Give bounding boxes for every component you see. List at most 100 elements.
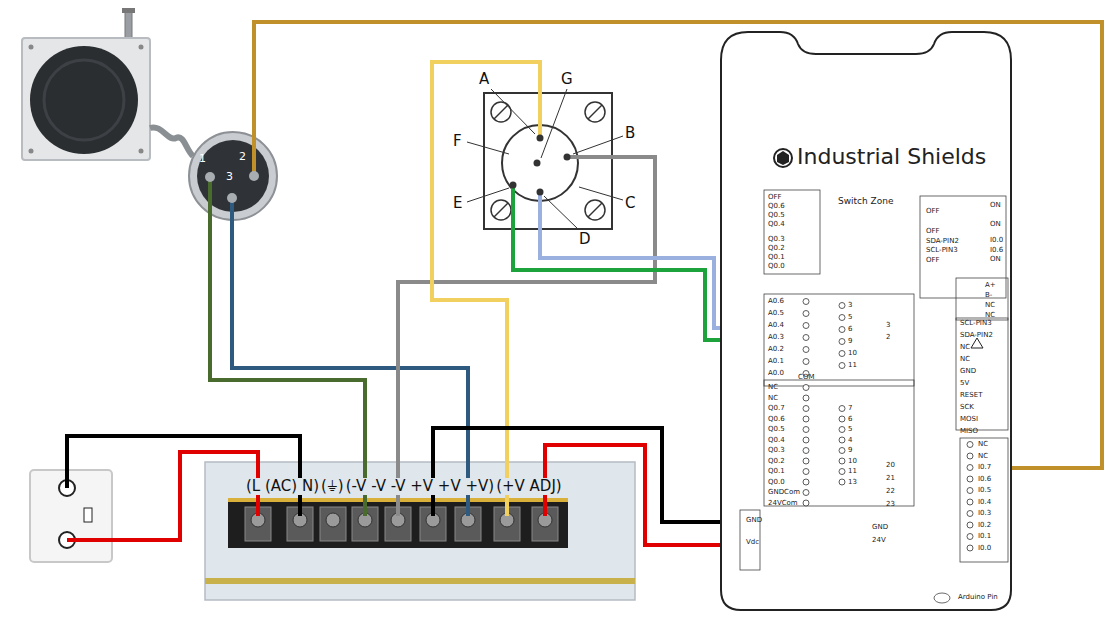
pin-label: 2 <box>886 334 890 341</box>
socket-earth <box>84 508 92 522</box>
pin-label: 24V <box>872 537 886 544</box>
terminal-row: (L (AC) N)(⏚)(-V -V -V +V +V +V)(+V ADJ) <box>245 478 563 495</box>
panel-connector <box>491 102 511 122</box>
pin-label: Q0.1 <box>768 468 785 475</box>
wire <box>433 428 720 522</box>
round-connector <box>197 140 269 212</box>
pin-label: GND <box>872 524 888 531</box>
pin-label: Q0.4 <box>768 437 785 444</box>
pin-label: 21 <box>886 475 895 482</box>
pin-label: ON <box>990 256 1001 263</box>
pin-label: GND <box>746 517 762 524</box>
pin-label: NC <box>960 356 970 363</box>
pin-label: RESET <box>960 392 982 399</box>
psu-board <box>205 578 635 584</box>
wire <box>545 445 720 545</box>
terminal-circle <box>839 303 845 309</box>
panel-connector <box>467 142 509 154</box>
pin-label: I0.5 <box>978 487 991 494</box>
pin-label: 6 <box>848 326 852 333</box>
terminal-circle <box>967 453 973 459</box>
pin-label: NC <box>768 395 778 402</box>
sensor-drum-ring <box>44 60 124 140</box>
wall-socket <box>30 470 112 562</box>
terminal-circle <box>839 416 845 422</box>
pin-label: Q0.0 <box>768 263 785 270</box>
pin-label: 6 <box>848 416 852 423</box>
terminal-circle <box>803 335 809 341</box>
panel-connector <box>588 105 602 119</box>
pin-label: A0.5 <box>768 310 784 317</box>
panel-connector <box>491 200 511 220</box>
pin-label: OFF <box>926 208 940 215</box>
terminal-circle <box>839 437 845 443</box>
terminal-circle <box>839 469 845 475</box>
plc-controller <box>764 380 914 506</box>
terminal-wire <box>396 462 400 516</box>
plc-controller <box>764 294 914 386</box>
sensor-rod <box>125 10 132 40</box>
panel-connector <box>494 105 508 119</box>
callout-letter: E <box>453 196 462 211</box>
pin-label: I0.6 <box>990 247 1003 254</box>
terminal-wire <box>431 462 435 516</box>
terminal-circle <box>839 406 845 412</box>
pin-label: NC <box>768 384 778 391</box>
sensor-body <box>22 38 150 160</box>
pin-label: GND <box>960 368 976 375</box>
pin-label: NC <box>978 453 988 460</box>
mains-wires <box>67 436 300 540</box>
pin-label: SCL-PIN3 <box>926 247 958 254</box>
terminal-circle <box>803 500 809 506</box>
terminal-wire <box>466 462 470 516</box>
terminal-circle <box>839 339 845 345</box>
terminal-circle <box>839 351 845 357</box>
terminal-circle <box>967 534 973 540</box>
panel-connector <box>494 203 508 217</box>
plc-controller <box>956 278 1008 320</box>
terminal-wire <box>363 462 367 516</box>
round-connector <box>227 193 237 203</box>
panel-connector <box>573 136 623 154</box>
panel-connector <box>537 189 544 196</box>
screw <box>139 45 144 50</box>
terminal-circle <box>803 299 809 305</box>
pin-label: Q0.1 <box>768 254 785 261</box>
terminal-circle <box>803 371 809 377</box>
pin-label: B- <box>985 292 992 299</box>
terminal-circle <box>803 395 809 401</box>
pin-label: 3 <box>886 322 890 329</box>
panel-connector <box>538 192 542 230</box>
pin-number: 1 <box>199 153 206 164</box>
panel-connector <box>467 89 623 230</box>
terminal-circle <box>967 442 973 448</box>
pin-label: 5 <box>848 314 852 321</box>
pin-label: 22 <box>886 488 895 495</box>
pin-label: 4 <box>848 437 852 444</box>
pin-label: ON <box>990 202 1001 209</box>
panel-connector <box>484 93 612 229</box>
pin-label: I0.3 <box>978 510 991 517</box>
pin-label: Q0.0 <box>768 479 785 486</box>
terminal-circle <box>839 448 845 454</box>
terminal-circle <box>967 488 973 494</box>
pin-label: NC <box>960 344 970 351</box>
pin-label: Q0.5 <box>768 212 785 219</box>
round-connector: 132 <box>188 131 278 221</box>
power-supply <box>205 462 635 600</box>
panel-connector <box>585 200 605 220</box>
pin-label: Q0.6 <box>768 416 785 423</box>
pin-label: Q0.3 <box>768 236 785 243</box>
panel-connector <box>537 135 544 142</box>
terminal-circle <box>967 545 973 551</box>
terminal-label: (L (AC) N) <box>245 478 320 495</box>
sensor-drum <box>30 46 138 154</box>
pin-label: 11 <box>848 362 857 369</box>
socket-plate <box>30 470 112 562</box>
plc-controller <box>740 190 1008 603</box>
round-connector <box>252 131 256 176</box>
pin-label: Q0.6 <box>768 203 785 210</box>
terminal-circle <box>967 522 973 528</box>
pin-label: 23 <box>886 501 895 508</box>
pin-label: ON <box>990 221 1001 228</box>
